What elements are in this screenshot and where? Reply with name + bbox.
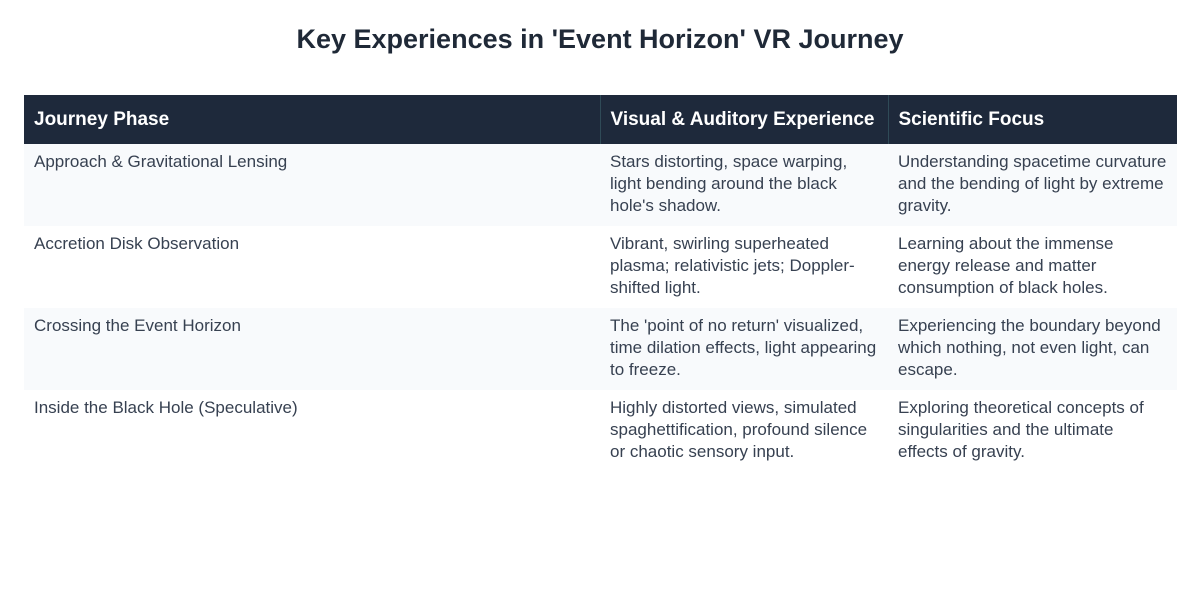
cell-journey-phase: Accretion Disk Observation (24, 226, 600, 308)
cell-scientific-focus: Understanding spacetime curvature and th… (888, 144, 1177, 226)
table-row: Inside the Black Hole (Speculative) High… (24, 390, 1177, 472)
cell-visual-auditory-experience: Stars distorting, space warping, light b… (600, 144, 888, 226)
table-row: Approach & Gravitational Lensing Stars d… (24, 144, 1177, 226)
cell-scientific-focus: Learning about the immense energy releas… (888, 226, 1177, 308)
cell-journey-phase: Approach & Gravitational Lensing (24, 144, 600, 226)
column-header-visual-auditory-experience: Visual & Auditory Experience (599, 95, 888, 144)
cell-visual-auditory-experience: Vibrant, swirling superheated plasma; re… (600, 226, 888, 308)
table-row: Crossing the Event Horizon The 'point of… (24, 308, 1177, 390)
table-row: Accretion Disk Observation Vibrant, swir… (24, 226, 1177, 308)
page-title: Key Experiences in 'Event Horizon' VR Jo… (296, 24, 904, 54)
column-header-journey-phase: Journey Phase (24, 95, 600, 144)
cell-visual-auditory-experience: The 'point of no return' visualized, tim… (600, 308, 888, 390)
column-header-scientific-focus: Scientific Focus (887, 95, 1177, 144)
table-header: Journey Phase Visual & Auditory Experien… (24, 95, 1177, 144)
cell-visual-auditory-experience: Highly distorted views, simulated spaghe… (600, 390, 888, 472)
experiences-table-container: Journey Phase Visual & Auditory Experien… (24, 95, 1177, 472)
cell-journey-phase: Crossing the Event Horizon (24, 308, 600, 390)
cell-scientific-focus: Exploring theoretical concepts of singul… (888, 390, 1177, 472)
table-body: Approach & Gravitational Lensing Stars d… (24, 144, 1177, 472)
table-header-row: Journey Phase Visual & Auditory Experien… (24, 95, 1177, 144)
cell-scientific-focus: Experiencing the boundary beyond which n… (888, 308, 1177, 390)
experiences-table: Journey Phase Visual & Auditory Experien… (24, 95, 1177, 472)
cell-journey-phase: Inside the Black Hole (Speculative) (24, 390, 600, 472)
